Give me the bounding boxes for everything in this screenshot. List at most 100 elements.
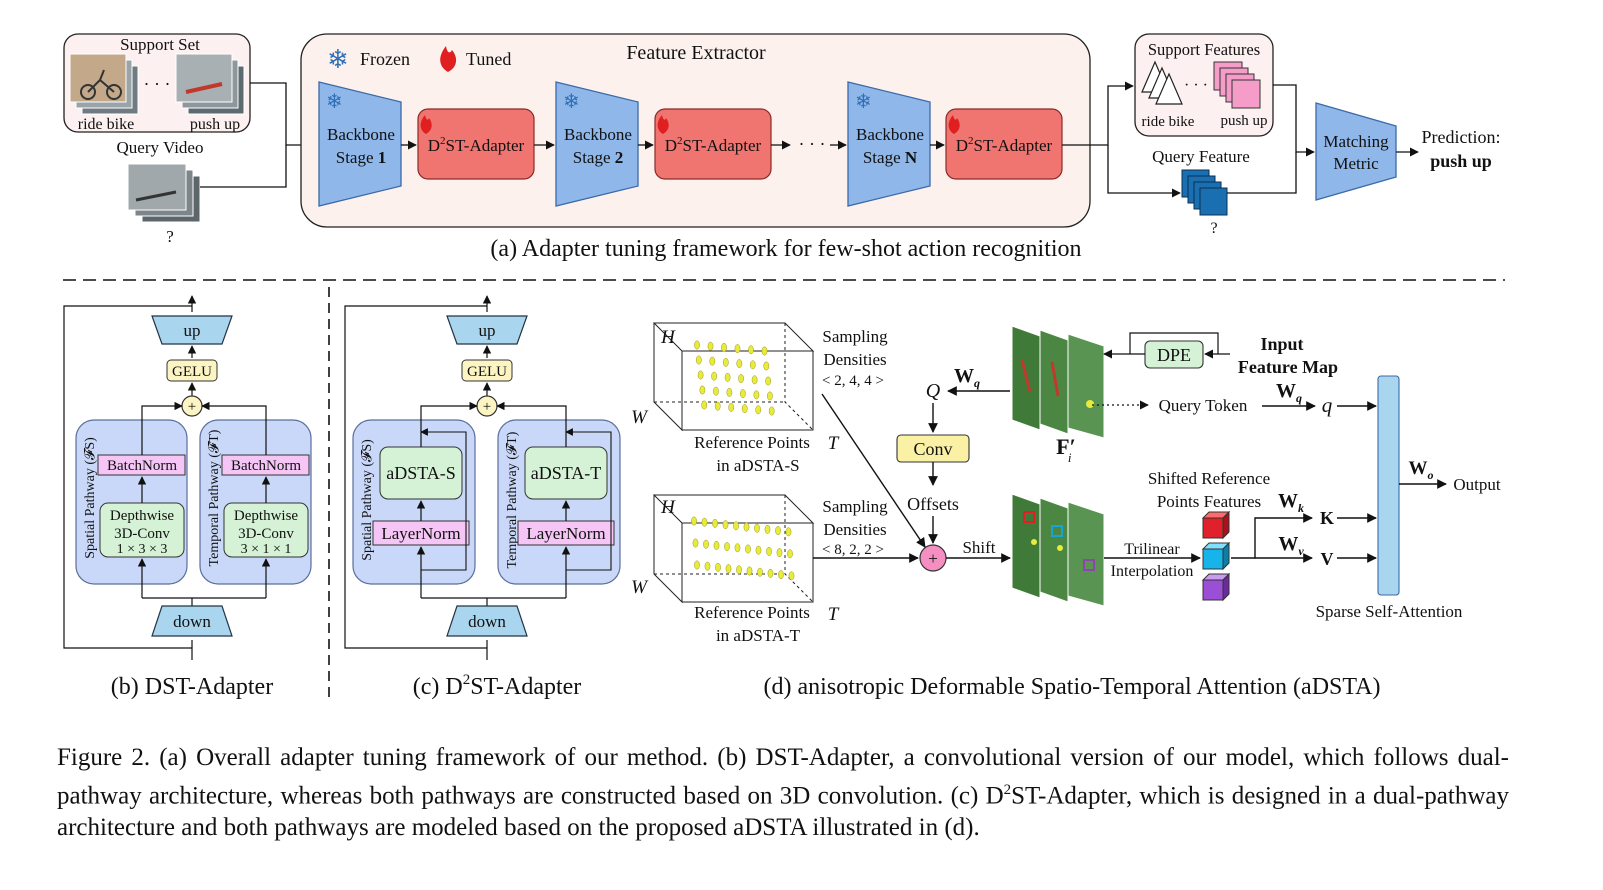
query-question: ? bbox=[166, 227, 174, 246]
svg-text:Densities: Densities bbox=[823, 520, 886, 539]
sampling-dot bbox=[768, 406, 775, 416]
svg-text:Temporal Pathway (𝓕T): Temporal Pathway (𝓕T) bbox=[505, 431, 520, 568]
svg-text:Query Token: Query Token bbox=[1159, 396, 1248, 415]
svg-text:BatchNorm: BatchNorm bbox=[107, 458, 177, 474]
snowflake-icon: ❄ bbox=[326, 91, 343, 113]
svg-text:BatchNorm: BatchNorm bbox=[231, 458, 301, 474]
down-projection bbox=[151, 605, 233, 637]
sampling-dot bbox=[787, 549, 793, 559]
sampling-dot bbox=[709, 356, 716, 366]
sampling-dot bbox=[707, 341, 714, 351]
sampling-dot bbox=[701, 400, 708, 410]
support-video-push-up bbox=[175, 53, 245, 115]
up-projection bbox=[151, 315, 233, 345]
stage-ellipsis: · · · bbox=[799, 134, 826, 154]
sampling-dot bbox=[748, 345, 754, 355]
svg-text:W: W bbox=[631, 407, 649, 428]
input-feature-map bbox=[1011, 325, 1105, 439]
sampling-dot bbox=[695, 355, 702, 365]
sampling-dot bbox=[788, 571, 795, 581]
backbone-stage-n: ❄ Backbone Stage N bbox=[847, 81, 931, 207]
svg-text:Depthwise: Depthwise bbox=[234, 508, 298, 524]
svg-text:T: T bbox=[828, 604, 840, 625]
sampling-dot bbox=[755, 545, 762, 555]
svg-text:D2ST-Adapter: D2ST-Adapter bbox=[428, 135, 525, 155]
reference-cube-t bbox=[652, 494, 815, 604]
sampling-dot bbox=[755, 405, 762, 415]
support-features-label: Support Features bbox=[1148, 40, 1260, 59]
svg-text:Stage N: Stage N bbox=[863, 148, 918, 167]
sampling-dot bbox=[712, 518, 718, 528]
svg-text:up: up bbox=[184, 321, 201, 340]
sampling-dot bbox=[765, 376, 771, 386]
svg-text:Stage 2: Stage 2 bbox=[573, 148, 624, 167]
sampling-dot bbox=[751, 375, 758, 385]
query-video-label: Query Video bbox=[117, 138, 204, 157]
svg-text:DPE: DPE bbox=[1157, 345, 1191, 365]
d2st-adapter-2: D2ST-Adapter bbox=[654, 108, 772, 180]
svg-text:GELU: GELU bbox=[467, 364, 507, 380]
d2st-adapter-n: D2ST-Adapter bbox=[945, 108, 1063, 180]
gelu-box bbox=[461, 359, 513, 382]
svg-text:< 2, 4, 4 >: < 2, 4, 4 > bbox=[822, 373, 884, 389]
panel-d: H W T Reference Points in aDSTA-S Sampli… bbox=[631, 322, 1501, 700]
svg-text:Reference Points: Reference Points bbox=[694, 603, 810, 622]
svg-text:D2ST-Adapter: D2ST-Adapter bbox=[665, 135, 762, 155]
layernorm-temporal bbox=[517, 520, 615, 546]
query-feature-squares bbox=[1181, 169, 1228, 216]
svg-text:Stage 1: Stage 1 bbox=[336, 148, 387, 167]
matching-metric: Matching Metric bbox=[1315, 102, 1397, 201]
flame-icon bbox=[420, 115, 432, 134]
prediction-value: push up bbox=[1430, 151, 1492, 171]
sampling-dot bbox=[746, 566, 753, 576]
svg-text:H: H bbox=[660, 497, 676, 518]
svg-text:aDSTA-T: aDSTA-T bbox=[531, 463, 602, 483]
svg-text:1 × 3 × 3: 1 × 3 × 3 bbox=[117, 542, 168, 557]
panel-d-caption: (d) anisotropic Deformable Spatio-Tempor… bbox=[764, 674, 1381, 700]
svg-text:Wo: Wo bbox=[1409, 458, 1434, 482]
sampling-dot bbox=[692, 538, 699, 548]
sampling-dot bbox=[776, 548, 783, 558]
svg-text:W: W bbox=[631, 577, 649, 598]
feature-extractor-label: Feature Extractor bbox=[626, 42, 766, 64]
reference-points-s bbox=[694, 340, 775, 416]
sampling-dot bbox=[724, 542, 730, 552]
sampling-dot bbox=[736, 565, 742, 575]
support-feature-squares bbox=[1213, 61, 1261, 109]
sampling-dot bbox=[738, 374, 744, 384]
flame-icon bbox=[657, 115, 669, 134]
svg-text:3 × 1 × 1: 3 × 1 × 1 bbox=[241, 542, 292, 557]
svg-text:in aDSTA-T: in aDSTA-T bbox=[716, 626, 801, 645]
svg-text:push up: push up bbox=[1220, 113, 1267, 129]
sampling-dot bbox=[728, 402, 735, 412]
prediction-label: Prediction: bbox=[1422, 127, 1501, 147]
ride-bike-label: ride bike bbox=[78, 116, 134, 133]
sampling-dot bbox=[733, 521, 739, 531]
shifted-point-cubes bbox=[1201, 510, 1231, 602]
svg-text:up: up bbox=[479, 321, 496, 340]
snowflake-icon: ❄ bbox=[327, 45, 349, 74]
svg-text:< 8, 2, 2 >: < 8, 2, 2 > bbox=[822, 542, 884, 558]
svg-text:K: K bbox=[1320, 508, 1334, 528]
svg-text:Sampling: Sampling bbox=[822, 497, 888, 516]
sampling-dot bbox=[722, 357, 729, 367]
sampling-dot bbox=[726, 387, 733, 397]
svg-text:ride bike: ride bike bbox=[1142, 114, 1195, 130]
sampling-dot bbox=[743, 522, 750, 532]
svg-text:GELU: GELU bbox=[172, 364, 212, 380]
svg-text:Output: Output bbox=[1453, 475, 1501, 494]
sampling-dot bbox=[691, 516, 697, 526]
reference-cube-s bbox=[652, 322, 815, 432]
svg-text:Feature Map: Feature Map bbox=[1238, 357, 1338, 377]
support-ellipsis: · · · bbox=[144, 74, 171, 94]
sampling-dot bbox=[761, 346, 768, 356]
flame-icon bbox=[948, 115, 960, 134]
svg-text:aDSTA-S: aDSTA-S bbox=[386, 463, 456, 483]
snowflake-icon: ❄ bbox=[855, 91, 872, 113]
sampling-dot bbox=[766, 546, 772, 556]
sampling-dot bbox=[736, 359, 743, 369]
support-set-label: Support Set bbox=[120, 35, 200, 54]
support-feature-triangles bbox=[1141, 60, 1183, 105]
backbone-stage-1: ❄ Backbone Stage 1 bbox=[318, 81, 402, 207]
push-up-label: push up bbox=[190, 116, 240, 133]
